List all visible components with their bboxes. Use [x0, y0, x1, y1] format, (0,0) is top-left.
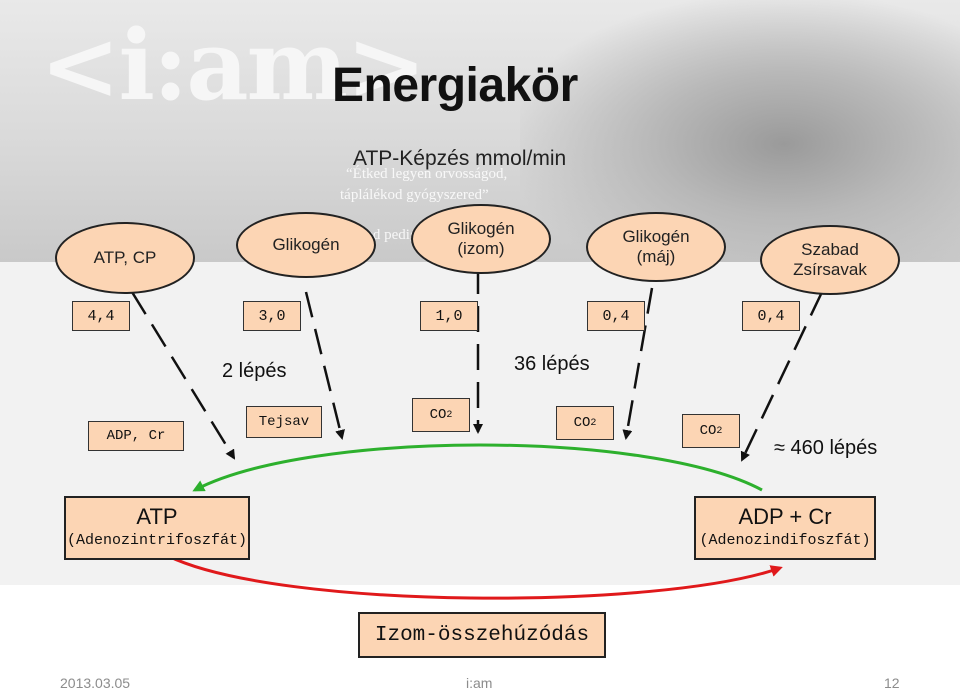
- approx-symbol: ≈: [774, 437, 785, 459]
- atp-box: ATP (Adenozintrifoszfát): [64, 496, 250, 560]
- rate-zsirsavak: 0,4: [742, 301, 800, 331]
- steps-460: ≈ 460 lépés: [774, 437, 877, 460]
- steps-2: 2 lépés: [222, 360, 287, 382]
- quote-line-3: ted pedig: [362, 227, 418, 243]
- co2-subscript: 2: [716, 425, 723, 437]
- rate-glikogen: 3,0: [243, 301, 301, 331]
- footer-center: i:am: [466, 675, 493, 691]
- co2-label: CO: [429, 407, 447, 423]
- adp-box: ADP + Cr (Adenozindifoszfát): [694, 496, 876, 560]
- source-glikogen: Glikogén: [236, 212, 376, 278]
- quote-line-1: “Étked legyen orvosságod,: [346, 166, 508, 182]
- source-glikogen-izom: Glikogén (izom): [411, 204, 551, 274]
- connector-atp-cp: [130, 291, 236, 460]
- rate-glikogen-maj: 0,4: [587, 301, 645, 331]
- atp-sublabel: (Adenozintrifoszfát): [66, 532, 248, 549]
- footer-page-number: 12: [884, 675, 900, 691]
- connector-zsirsavak: [740, 291, 824, 462]
- source-glikogen-maj: Glikogén (máj): [586, 212, 726, 282]
- source-atp-cp: ATP, CP: [55, 222, 195, 294]
- steps-460-label: 460 lépés: [790, 437, 878, 459]
- contraction-box: Izom-összehúzódás: [358, 612, 606, 658]
- co2-subscript: 2: [446, 409, 453, 421]
- atp-label: ATP: [136, 504, 178, 529]
- footer-date: 2013.03.05: [60, 675, 131, 691]
- co2-subscript: 2: [590, 417, 597, 429]
- steps-36: 36 lépés: [514, 353, 590, 375]
- connector-glikogen-maj: [622, 287, 654, 440]
- product-adp-cr: ADP, Cr: [88, 421, 184, 451]
- source-szabad-zsirsavak: Szabad Zsírsavak: [760, 225, 900, 295]
- page-title: Energiakör: [332, 59, 578, 112]
- adp-sublabel: (Adenozindifoszfát): [699, 532, 871, 549]
- iam-logo: <i:am>: [40, 9, 427, 122]
- breakdown-arc: [167, 554, 783, 600]
- page-subtitle: ATP-Képzés mmol/min: [353, 147, 567, 170]
- resynthesis-arc: [192, 443, 763, 492]
- quote-line-2: táplálékod gyógyszered”: [340, 187, 489, 203]
- product-tejsav: Tejsav: [246, 406, 322, 438]
- adp-label: ADP + Cr: [738, 504, 832, 529]
- connector-glikogen: [304, 291, 345, 440]
- rate-atp-cp: 4,4: [72, 301, 130, 331]
- co2-label: CO: [699, 423, 717, 439]
- rate-glikogen-izom: 1,0: [420, 301, 478, 331]
- co2-label: CO: [573, 415, 591, 431]
- cyclist-photo: [520, 0, 960, 262]
